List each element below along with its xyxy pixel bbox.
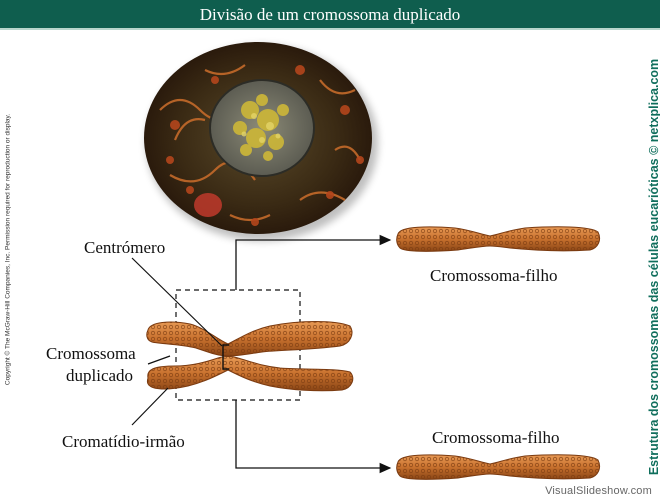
arrow-to-top-daughter bbox=[235, 234, 392, 290]
label-daughter-top: Cromossoma-filho bbox=[430, 266, 558, 285]
label-daughter-bottom: Cromossoma-filho bbox=[432, 428, 560, 447]
label-duplicated-line1: Cromossoma bbox=[46, 344, 136, 363]
leader-sister-chromatid bbox=[131, 387, 169, 426]
leader-duplicated bbox=[147, 355, 171, 365]
daughter-chromosome-top bbox=[396, 226, 601, 252]
slide-title: Divisão de um cromossoma duplicado bbox=[199, 5, 461, 24]
title-underline bbox=[0, 28, 660, 30]
label-centromere: Centrómero bbox=[84, 238, 166, 257]
title-bar: Divisão de um cromossoma duplicado bbox=[0, 0, 660, 30]
leader-centromere bbox=[131, 257, 223, 347]
duplicated-chromosome bbox=[146, 321, 354, 392]
label-sister-chromatid: Cromatídio-irmão bbox=[62, 432, 185, 451]
daughter-chromosome-bottom bbox=[396, 454, 601, 480]
centromere-bracket bbox=[222, 344, 229, 370]
arrow-to-bottom-daughter bbox=[235, 400, 392, 474]
watermark: VisualSlideshow.com bbox=[545, 485, 652, 497]
cell-micrograph bbox=[144, 42, 378, 241]
label-duplicated-line2: duplicado bbox=[66, 366, 134, 385]
